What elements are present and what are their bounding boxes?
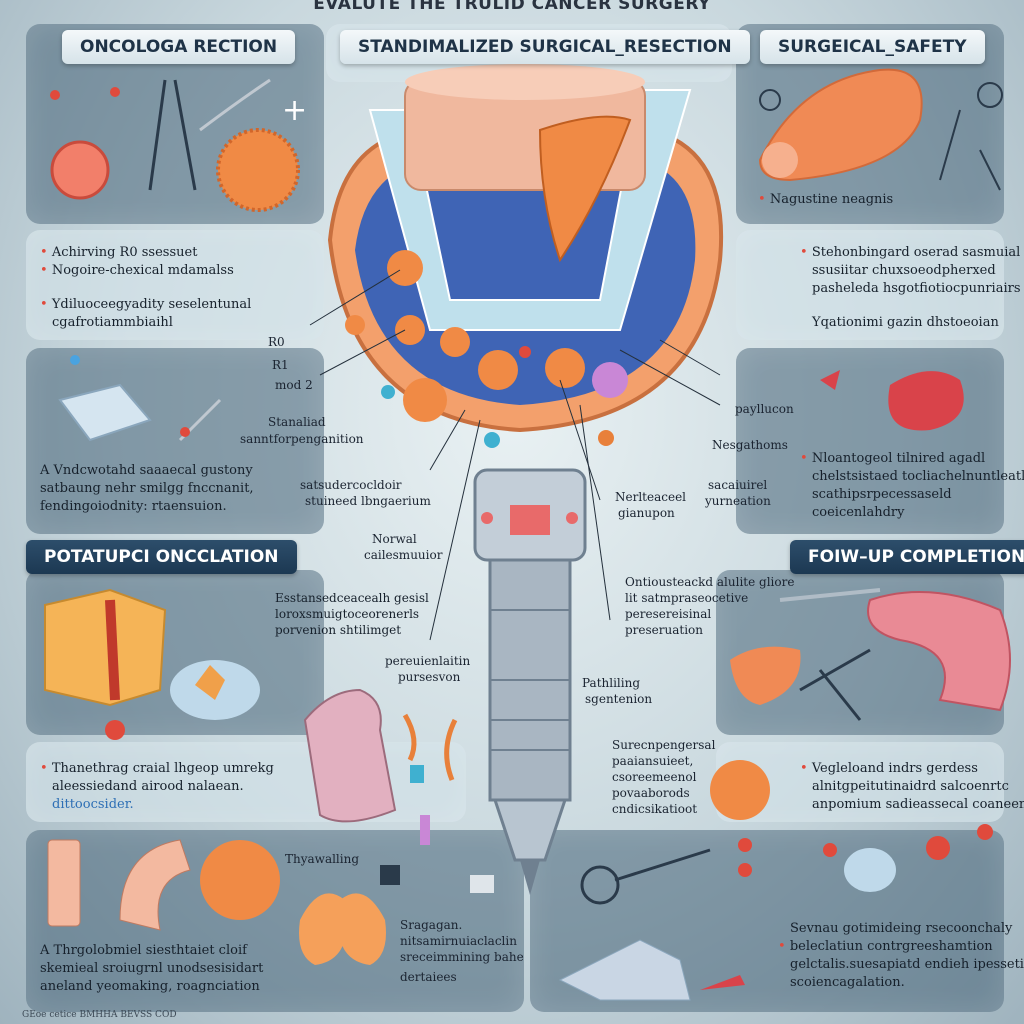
diagram-label-cont: Ontiousteackd alulite gliore <box>625 575 795 589</box>
bottom-left-note-2: skemieal sroiugrnl unodsesisidart <box>40 961 264 976</box>
middle-left-panel <box>26 348 324 534</box>
bottom-left-center-note-3: sreceimmining bahe <box>400 950 524 964</box>
diagram-label-standard: Stanaliad <box>268 415 326 429</box>
postop-bottom-note-2: aleessiedand airood nalaean. <box>52 779 244 794</box>
bottom-right-note-3: gelctalis.suesapiatd endieh ipessetior <box>790 957 1024 972</box>
tumor-tissue-icon-3 <box>200 840 280 920</box>
tissue-layer <box>355 160 696 405</box>
diagram-label-surc: Surecnpengersal <box>612 738 716 752</box>
middle-left-note-2: satbaung nehr smilgg fnccnanit, <box>40 481 254 496</box>
diagram-label-normal: Norwal <box>372 532 417 546</box>
scissors-icon-2 <box>759 89 781 111</box>
diagram-label-r0: R0 <box>268 335 285 349</box>
followup-note-2: alnitgpeitutinaidrd salcoenrtc <box>812 779 1009 794</box>
diagram-label-neural2: gianupon <box>618 506 675 520</box>
diagram-label-mod2: mod 2 <box>275 378 313 392</box>
thyroid-lobe-icon <box>758 68 923 182</box>
bottom-left-center-note-4: dertaiees <box>400 970 457 984</box>
bottom-left-note-1: A Thrgolobmiel siesthtaiet cloif <box>40 943 247 958</box>
diagram-label-r1: R1 <box>272 358 289 372</box>
safety-note-2: ssusiitar chuxsoeodpherxed <box>812 263 996 278</box>
oncology-note-1: Achirving R0 ssessuet <box>40 244 198 261</box>
postop-note-2: loroxsmuigtoceorenerls <box>275 607 420 621</box>
followup-note-3: anpomium sadieassecal coaneentione <box>812 797 1024 812</box>
tissue-block-icon <box>44 588 167 707</box>
elbow-tube-icon <box>119 839 191 931</box>
diagram-label-cont3: peresereisinal <box>625 607 712 621</box>
diagram-label-structured: satsudercocldoir <box>300 478 402 492</box>
oncology-note-2: Nogoire-chexical mdamalss <box>40 262 234 279</box>
diagram-label-preservation2: pursesvon <box>398 670 461 684</box>
diagram-label-sacaul: sacaiuirel <box>708 478 768 492</box>
kidney-shaped-organ-icon <box>888 371 964 431</box>
safety-note-3: pasheleda hsgotfiotiocpunriairs <box>812 281 1021 296</box>
diagram-label-parathyr2: sgentenion <box>585 692 653 706</box>
lymph-node <box>387 250 423 286</box>
bottom-left-note-3: aneland yeomaking, roagnciation <box>40 979 260 994</box>
diagram-label-standard2: sanntforpenganition <box>240 432 364 446</box>
scissors-icon <box>148 79 197 191</box>
header-followup: FOIW–UP COMPLETION <box>790 540 1024 574</box>
safety-caption: Nagustine neagnis <box>758 191 893 208</box>
middle-right-note-3: scathipsrpecessaseld <box>812 487 952 502</box>
diagram-label-surc5: cndicsikatioot <box>612 802 698 816</box>
middle-right-note-1: Nloantogeol tilnired agadl <box>800 450 985 467</box>
oncology-note-4: cgafrotiammbiaihl <box>52 315 173 330</box>
diagram-label-surc4: povaaborods <box>612 786 690 800</box>
bottom-right-note-2: beleclatiun contrgreeshamtion <box>778 938 993 955</box>
header-safety: SURGEICAL_SAFETY <box>760 30 985 64</box>
tumor-section-icon <box>50 140 110 200</box>
brush-icon <box>558 939 691 1001</box>
followup-note-1: Vegleloand indrs gerdess <box>800 760 978 777</box>
postop-note-1: Esstansedceacealh gesisl <box>275 591 429 605</box>
tumor-tissue-icon-2 <box>710 760 770 820</box>
safety-note-1: Stehonbingard oserad sasmuial <box>800 244 1020 261</box>
header-oncology: ONCOLOGA RECTION <box>62 30 296 64</box>
diagram-label-surc2: paaiansuieet, <box>612 754 694 768</box>
lung-right-icon <box>338 893 386 965</box>
diagram-label-sacaul2: yurneation <box>705 494 771 508</box>
diagram-label-pathyl: payllucon <box>735 402 794 416</box>
specimen-tray-icon <box>58 383 152 442</box>
page-title: EVALUTE THE TRULID CANCER SURGERY <box>313 0 711 14</box>
bottom-left-center-label: Thyawalling <box>285 852 360 866</box>
postop-bottom-note-3: dittoocsider. <box>52 797 134 812</box>
middle-right-panel <box>736 348 1004 534</box>
bottom-right-note-1: Sevnau gotimideing rsecoonchaly <box>790 921 1013 936</box>
diagram-label-surc3: csoreemeenol <box>612 770 697 784</box>
bottom-right-note-4: scoiencagalation. <box>790 975 905 990</box>
scissors-icon-3 <box>580 865 620 905</box>
diagram-label-cont2: lit satmpraseocetive <box>625 591 749 605</box>
postop-note-3: porvenion shtilimget <box>275 623 402 637</box>
safety-note-4: Yqationimi gazin dhstoeoian <box>812 315 999 330</box>
header-standardized: STANDIMALIZED SURGICAL_RESECTION <box>340 30 750 64</box>
thyroid-organ-icon <box>867 591 1011 712</box>
bottom-left-center-note-1: Sragagan. <box>400 918 463 932</box>
diagram-label-neural: Nerlteaceel <box>615 490 687 504</box>
tube-icon <box>47 839 81 927</box>
diagram-label-normal2: cailesmuuior <box>364 548 443 562</box>
diagram-label-structured2: stuineed lbngaerium <box>305 494 431 508</box>
tumor-tissue-icon <box>218 130 298 210</box>
svg-text:+: + <box>282 93 307 128</box>
diagram-label-cont4: preseruation <box>625 623 704 637</box>
lung-left-icon <box>299 893 347 965</box>
middle-left-note-3: fendingoiodnity: rtaensuion. <box>40 499 227 514</box>
header-postop: POTATUPCI ONCCLATION <box>26 540 297 574</box>
diagram-label-nesg: Nesgathoms <box>712 438 788 452</box>
bottom-left-center-note-2: nitsamirnuiaclaclin <box>400 934 517 948</box>
middle-right-note-2: chelstsistaed tocliachelnuntleatl, <box>812 469 1024 484</box>
diagram-label-preservation: pereuienlaitin <box>385 654 471 668</box>
footer-text: GEoe cetice BMHHA BEVSS COD <box>22 1010 177 1020</box>
middle-right-note-4: coeicenlahdry <box>812 505 905 520</box>
diagram-label-parathyr: Pathliling <box>582 676 641 690</box>
bottom-left-panel <box>26 830 524 1012</box>
middle-left-note-1: A Vndcwotahd saaaecal gustony <box>40 463 253 478</box>
oncology-note-3: Ydiluoceegyadity seselentunal <box>40 296 252 313</box>
postop-bottom-note-1: Thanethrag craial lhgeop umrekg <box>40 760 274 777</box>
